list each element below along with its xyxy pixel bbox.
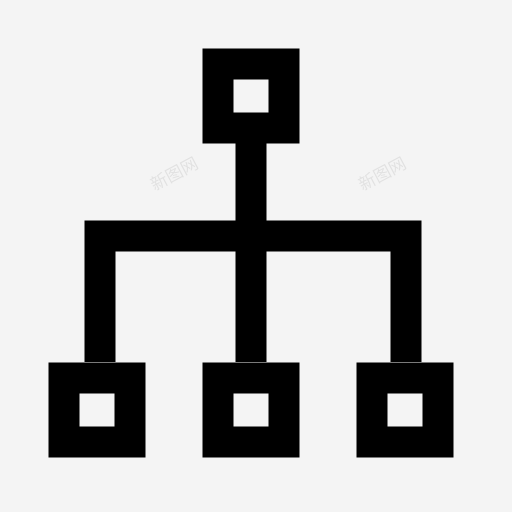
child-node-middle-box [202, 362, 300, 458]
branch-connector [84, 220, 422, 362]
child-node-left-box [48, 362, 146, 458]
root-node-box [202, 48, 300, 144]
child-node-right-box [356, 362, 454, 458]
